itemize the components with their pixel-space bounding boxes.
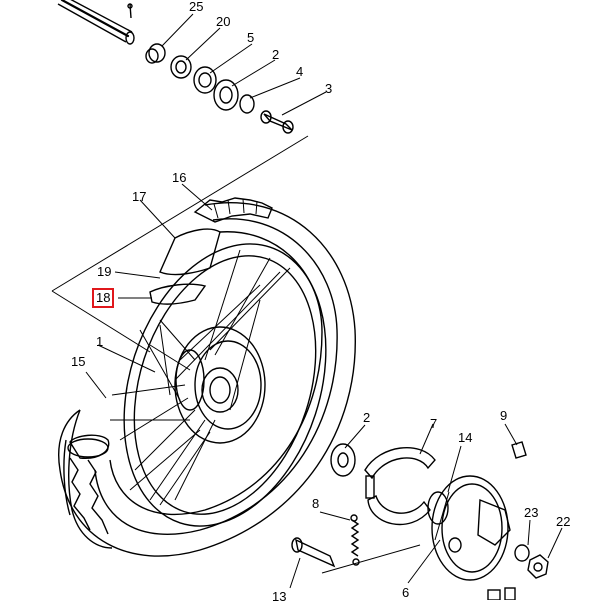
callout-6[interactable]: 6 bbox=[402, 585, 410, 600]
callout-23[interactable]: 23 bbox=[524, 505, 539, 520]
callout-2-top[interactable]: 2 bbox=[272, 47, 280, 62]
callout-13[interactable]: 13 bbox=[272, 589, 287, 604]
callout-22[interactable]: 22 bbox=[556, 514, 571, 529]
callout-8[interactable]: 8 bbox=[312, 496, 320, 511]
callout-16[interactable]: 16 bbox=[172, 170, 187, 185]
spring-part-8 bbox=[350, 514, 360, 566]
tube bbox=[149, 228, 221, 305]
callout-14[interactable]: 14 bbox=[458, 430, 473, 445]
callout-20[interactable]: 20 bbox=[216, 14, 231, 29]
bearing-part-2-top bbox=[213, 79, 239, 111]
washer-part-23 bbox=[514, 544, 530, 562]
callout-5[interactable]: 5 bbox=[247, 30, 255, 45]
callout-18-highlighted[interactable]: 18 bbox=[91, 288, 115, 308]
seal-part-20 bbox=[170, 55, 192, 79]
seal-part-5 bbox=[193, 66, 217, 94]
axle bbox=[57, 0, 135, 45]
bottom-parts bbox=[487, 587, 516, 601]
nut-part-22 bbox=[527, 554, 549, 579]
rim bbox=[123, 243, 327, 527]
callout-2-lower[interactable]: 2 bbox=[363, 410, 371, 425]
callout-7[interactable]: 7 bbox=[430, 416, 438, 431]
bearing-part-2-lower bbox=[330, 443, 356, 477]
seal-part-14 bbox=[427, 491, 449, 525]
callout-19[interactable]: 19 bbox=[97, 264, 112, 279]
callout-lines bbox=[51, 13, 563, 589]
callout-17[interactable]: 17 bbox=[132, 189, 147, 204]
tire bbox=[58, 197, 356, 557]
hub bbox=[174, 326, 266, 444]
callout-15[interactable]: 15 bbox=[71, 354, 86, 369]
callout-25[interactable]: 25 bbox=[189, 0, 204, 14]
spacer-part-3 bbox=[260, 110, 294, 134]
callout-1[interactable]: 1 bbox=[96, 334, 104, 349]
collar-part-25 bbox=[145, 43, 166, 64]
brake-plate-part-6 bbox=[431, 475, 511, 581]
spokes bbox=[110, 249, 291, 506]
callout-4[interactable]: 4 bbox=[296, 64, 304, 79]
ring-part-4 bbox=[239, 94, 255, 114]
callout-9[interactable]: 9 bbox=[500, 408, 508, 423]
brake-shoes-part-7 bbox=[364, 446, 436, 526]
camshaft-part-13 bbox=[291, 537, 336, 568]
callout-3[interactable]: 3 bbox=[325, 81, 333, 96]
cap-part-9 bbox=[511, 441, 527, 459]
